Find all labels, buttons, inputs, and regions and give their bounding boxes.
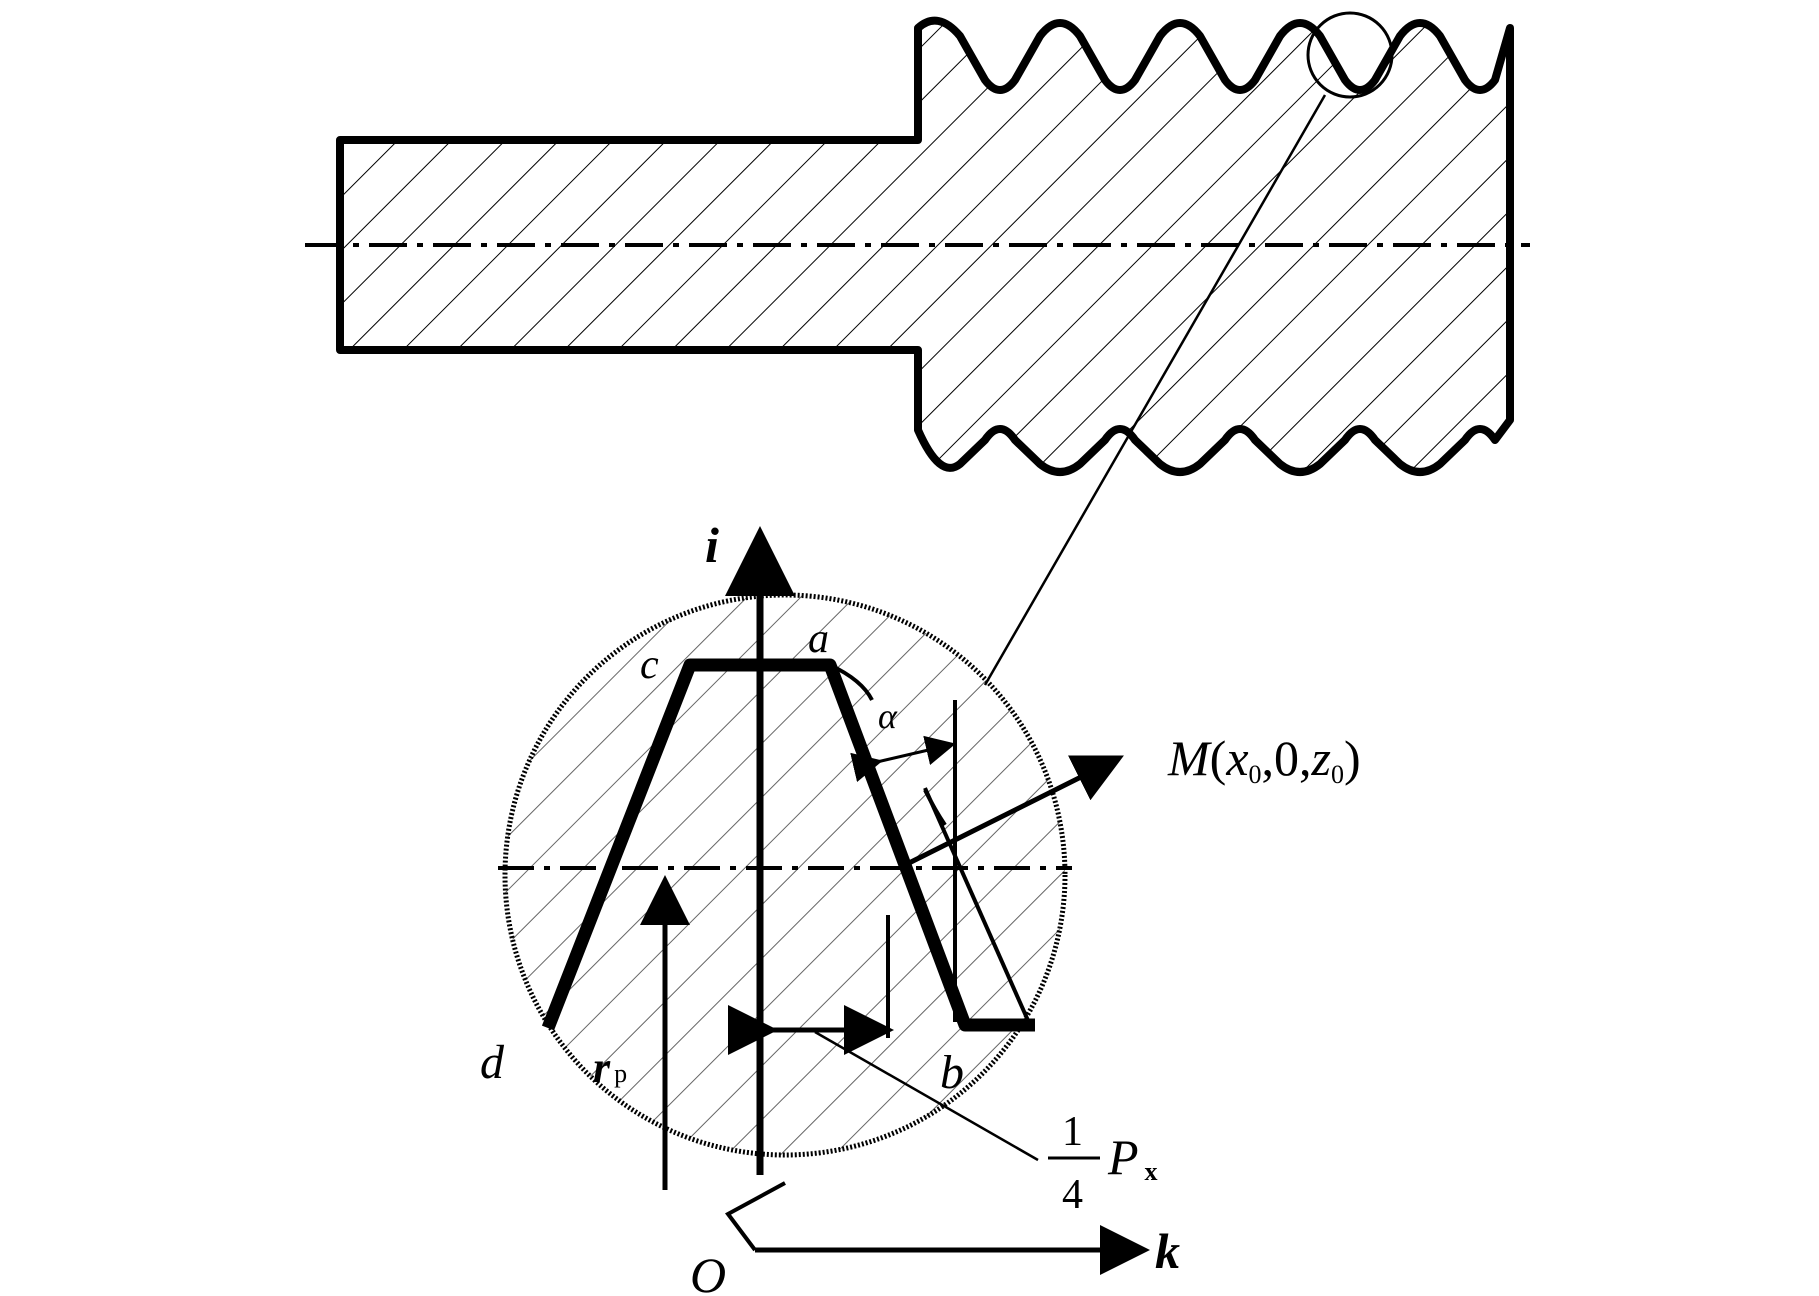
label-angle-alpha: α [878,696,898,736]
label-axis-i: i [705,517,719,573]
label-point-a: a [808,616,829,662]
detail-circle [502,592,1068,1158]
label-point-d: d [480,1036,505,1089]
label-frac-den: 4 [1062,1172,1083,1218]
flank-arc [829,663,874,701]
detail-leader-line [983,94,1327,686]
label-point-c: c [640,642,659,688]
axis-break [725,1181,786,1252]
detail-marker-circle [1306,11,1394,99]
label-origin: O [690,1247,726,1296]
curved-tick [923,789,947,827]
label-axis-k: k [1155,1223,1180,1279]
worm-shaft-section [305,11,1530,686]
quarter-pitch-leader [814,1030,1039,1162]
worm-shaft-outline [336,16,1514,476]
label-frac-num: 1 [1062,1109,1083,1155]
label-point-b: b [940,1046,964,1099]
alpha-arrow [850,735,956,783]
label-point-M: M(x0,0,z0) [1167,730,1361,789]
tangent-line [923,787,1032,1026]
normal-vector-arrow [903,755,1124,868]
